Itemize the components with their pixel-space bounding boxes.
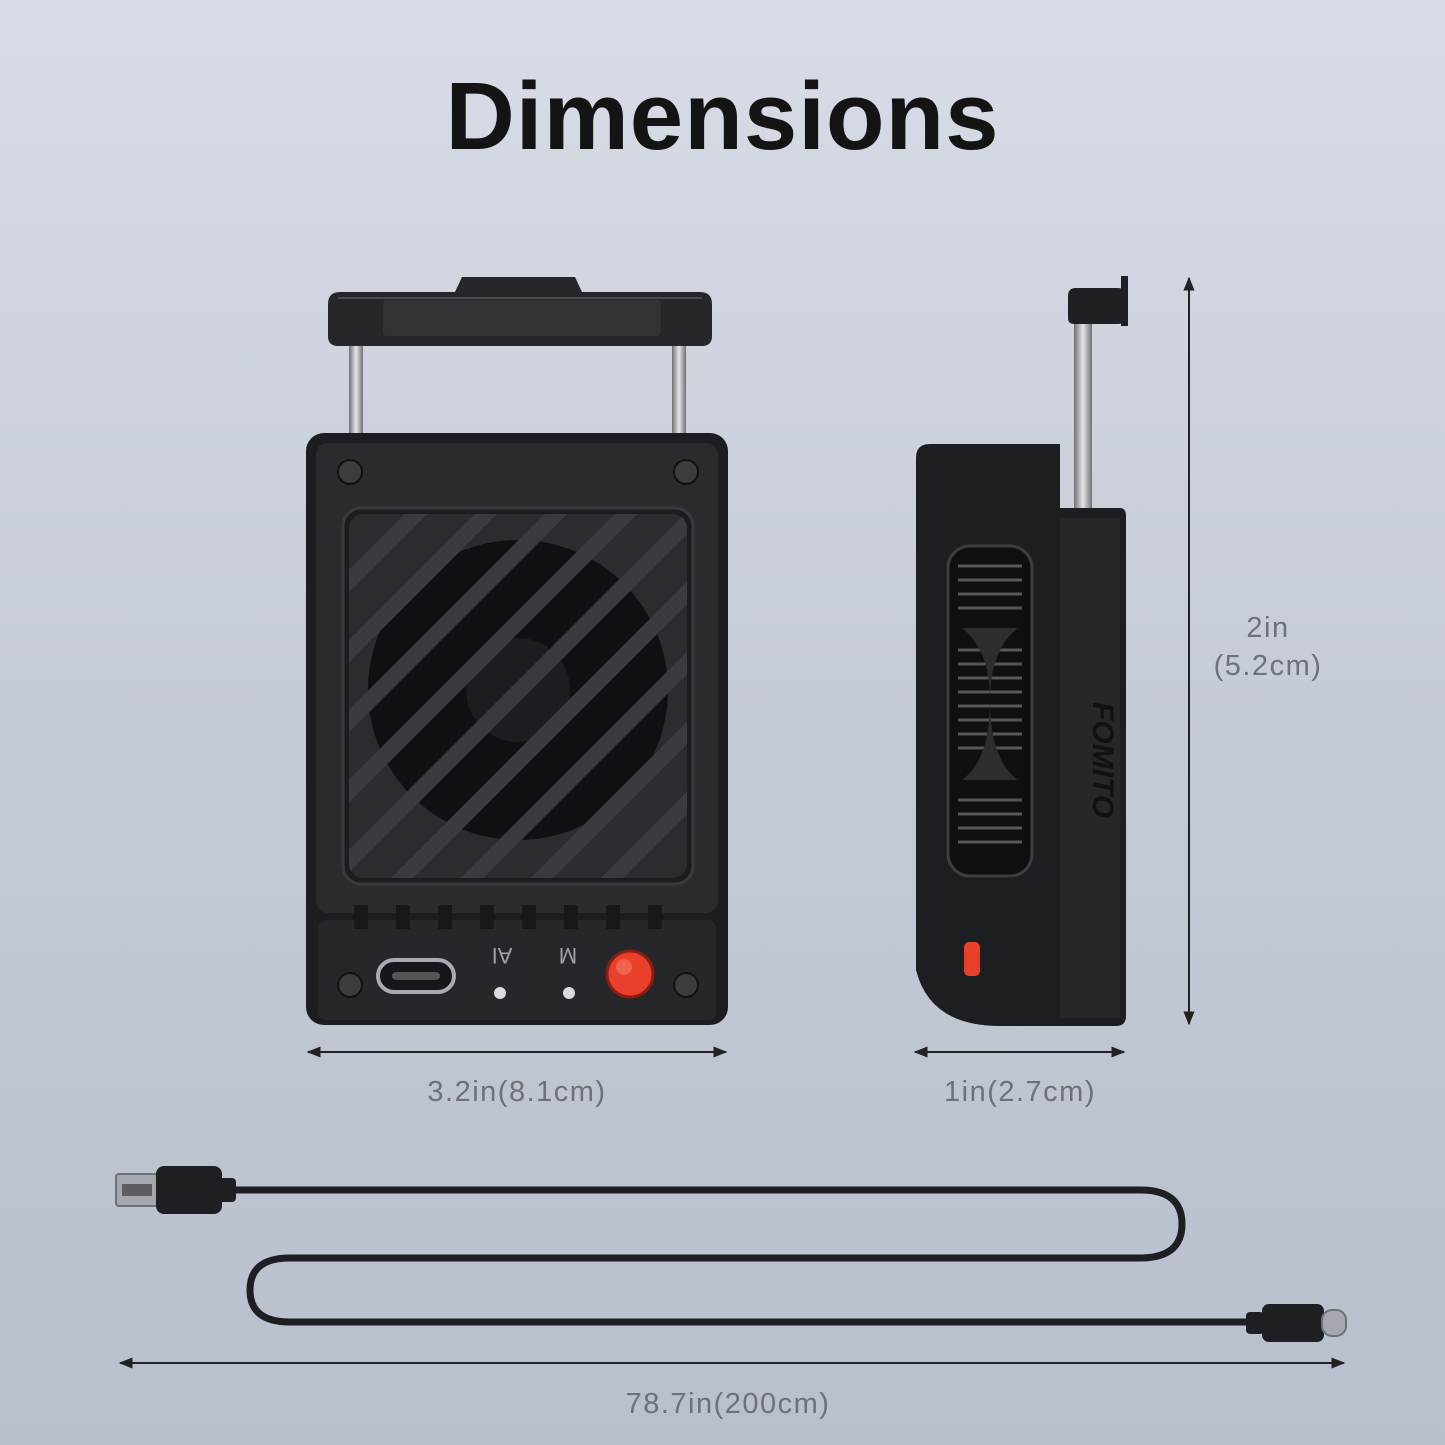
- page-title: Dimensions: [445, 63, 1000, 170]
- led-indicator-ai: [494, 987, 506, 999]
- led-indicator-m: [563, 987, 575, 999]
- screw-icon: [337, 459, 699, 998]
- side-vent: [946, 544, 1034, 878]
- power-button[interactable]: [605, 949, 655, 999]
- side-power-button[interactable]: [964, 942, 980, 976]
- front-view: AI M: [306, 277, 728, 1025]
- side-clamp: [1068, 288, 1124, 324]
- brand-logo: FOMITO: [1086, 702, 1119, 818]
- mode-label-m: M: [559, 943, 577, 968]
- usb-c-plug-icon: [1246, 1304, 1347, 1342]
- usb-a-plug-icon: [115, 1166, 236, 1214]
- clamp-bar: [328, 277, 712, 346]
- front-rod-left: [349, 335, 363, 447]
- cable-length-label: 78.7in(200cm): [625, 1388, 831, 1420]
- height-label-in: 2in: [1246, 612, 1290, 644]
- width-label: 3.2in(8.1cm): [427, 1076, 607, 1108]
- usb-cable: [115, 1166, 1347, 1342]
- front-rod-right: [672, 335, 686, 447]
- side-view: FOMITO: [916, 276, 1128, 1026]
- height-label-cm: (5.2cm): [1213, 650, 1323, 682]
- depth-label: 1in(2.7cm): [944, 1076, 1096, 1108]
- fan-grille: [341, 506, 695, 886]
- side-rod: [1074, 318, 1092, 518]
- mode-label-ai: AI: [492, 943, 513, 968]
